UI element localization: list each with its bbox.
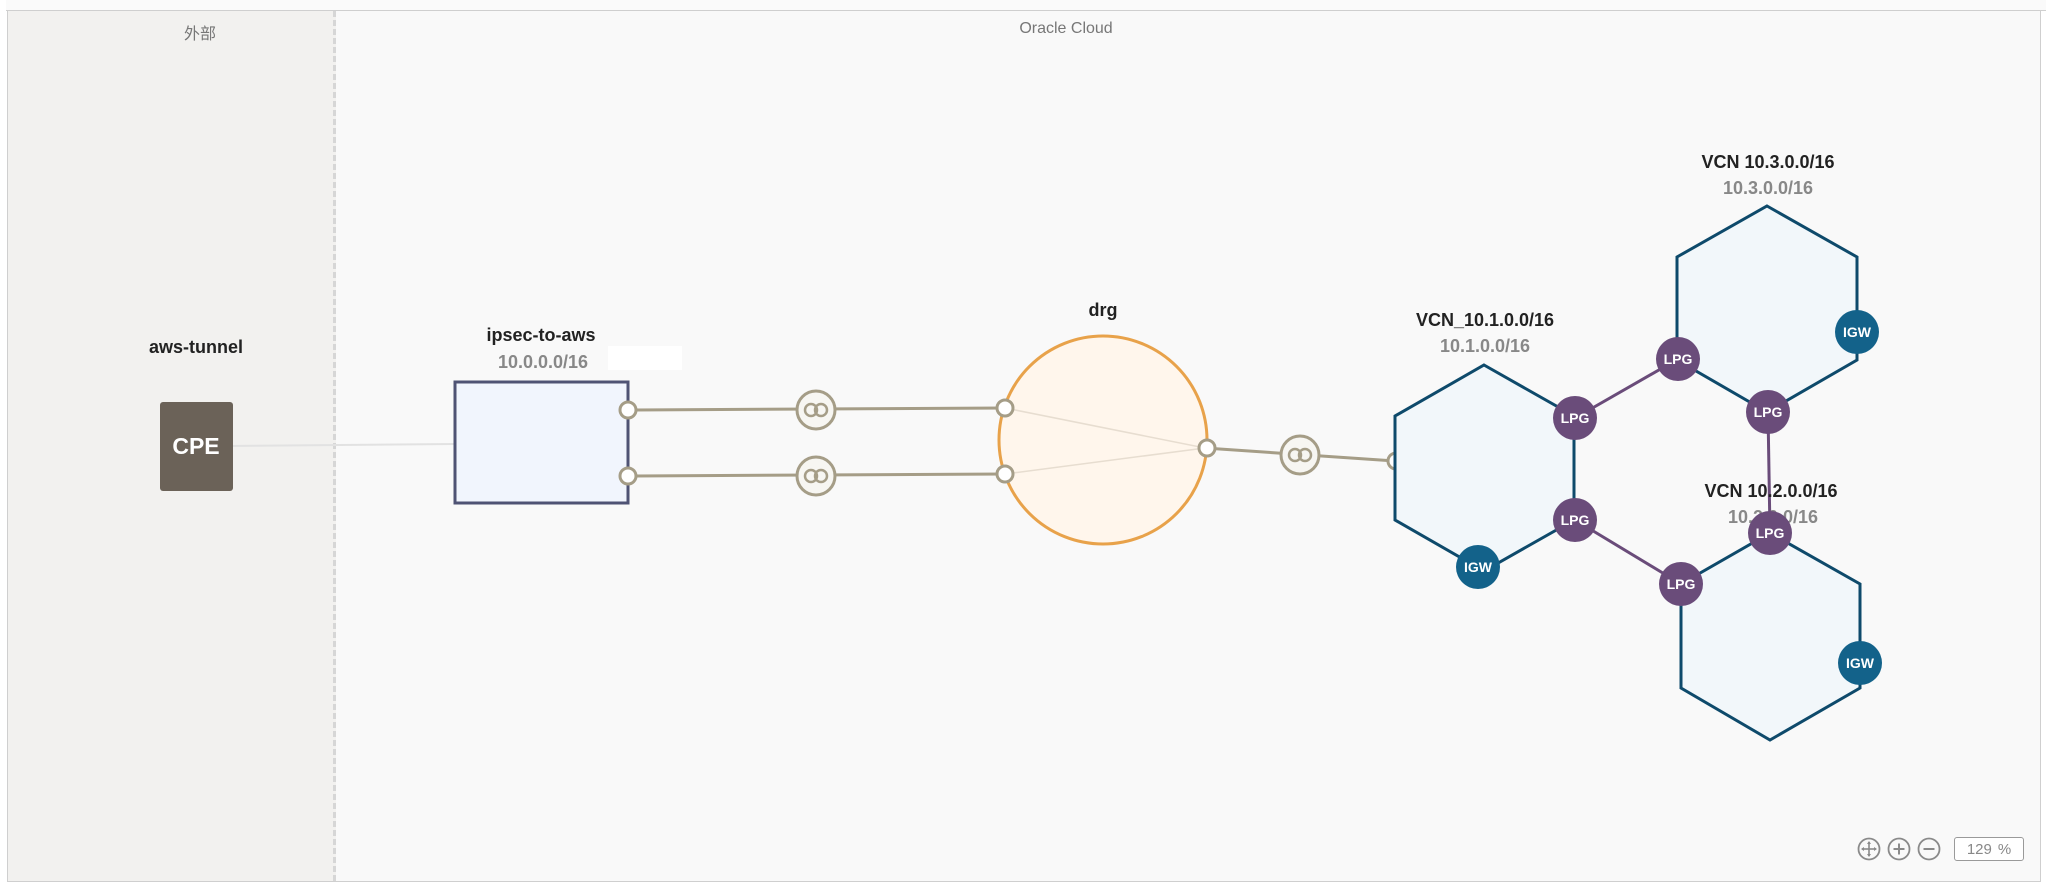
drg-port-1[interactable] — [995, 398, 1015, 418]
vcn3-hexagon[interactable] — [1675, 204, 1859, 414]
link-icon[interactable] — [795, 455, 837, 497]
drg-port-3[interactable] — [1197, 438, 1217, 458]
drg-port-2[interactable] — [995, 464, 1015, 484]
zoom-value: 129 — [1966, 840, 1992, 858]
cpe-ipsec-link — [225, 443, 456, 447]
oracle-cloud-region-label: Oracle Cloud — [1019, 20, 1113, 37]
lpg-label: LPG — [1664, 351, 1693, 367]
lpg-badge-vcn1-bottom[interactable]: LPG — [1553, 498, 1597, 542]
igw-label: IGW — [1846, 655, 1875, 671]
ipsec-node[interactable]: ipsec-to-aws 10.0.0.0/16 — [453, 325, 682, 505]
ipsec-box[interactable] — [453, 380, 630, 505]
top-frame — [6, 0, 2046, 11]
lpg-badge-vcn1-top[interactable]: LPG — [1553, 396, 1597, 440]
zoom-in-icon[interactable] — [1886, 836, 1912, 862]
link-icon[interactable] — [1279, 434, 1321, 476]
zoom-level-field[interactable]: 129 % — [1954, 837, 2024, 861]
vcn3-name: VCN 10.3.0.0/16 — [1701, 152, 1834, 172]
lpg-label: LPG — [1561, 512, 1590, 528]
igw-label: IGW — [1843, 324, 1872, 340]
drg-name: drg — [1089, 300, 1118, 320]
lpg-label: LPG — [1561, 410, 1590, 426]
vcn1-node[interactable]: VCN_10.1.0.0/16 10.1.0.0/16 — [1393, 310, 1576, 573]
igw-badge-vcn3[interactable]: IGW — [1835, 310, 1879, 354]
vcn1-name: VCN_10.1.0.0/16 — [1416, 310, 1554, 330]
cpe-node[interactable]: aws-tunnel CPE — [149, 337, 243, 491]
igw-badge-vcn1[interactable]: IGW — [1456, 545, 1500, 589]
vcn1-hexagon[interactable] — [1393, 363, 1576, 573]
drg-internal-route-2 — [1004, 447, 1206, 475]
ipsec-name: ipsec-to-aws — [486, 325, 595, 345]
ipsec-label-patch — [608, 346, 682, 370]
pan-icon[interactable] — [1856, 836, 1882, 862]
zoom-out-icon[interactable] — [1916, 836, 1942, 862]
lpg-badge-vcn2-top[interactable]: LPG — [1748, 511, 1792, 555]
igw-badge-vcn2[interactable]: IGW — [1838, 641, 1882, 685]
lpg-label: LPG — [1667, 576, 1696, 592]
zoom-unit: % — [1997, 840, 2012, 858]
vcn3-node[interactable]: VCN 10.3.0.0/16 10.3.0.0/16 — [1675, 152, 1859, 414]
link-icon[interactable] — [795, 389, 837, 431]
ipsec-port-2[interactable] — [618, 466, 638, 486]
lpg-badge-vcn3-bottom[interactable]: LPG — [1746, 390, 1790, 434]
drg-node[interactable]: drg — [997, 300, 1209, 546]
ipsec-port-1[interactable] — [618, 400, 638, 420]
lpg-badge-vcn3-left[interactable]: LPG — [1656, 337, 1700, 381]
lpg-label: LPG — [1756, 525, 1785, 541]
vcn3-cidr: 10.3.0.0/16 — [1723, 178, 1813, 198]
vcn1-cidr: 10.1.0.0/16 — [1440, 336, 1530, 356]
cpe-label: CPE — [172, 433, 219, 459]
igw-label: IGW — [1464, 559, 1493, 575]
lpg-badge-vcn2-left[interactable]: LPG — [1659, 562, 1703, 606]
vcn2-hexagon[interactable] — [1679, 531, 1862, 742]
cpe-name: aws-tunnel — [149, 337, 243, 357]
cpe-box[interactable] — [160, 402, 233, 491]
vcn2-name: VCN 10.2.0.0/16 — [1704, 481, 1837, 501]
drg-circle[interactable] — [997, 334, 1209, 546]
ipsec-cidr: 10.0.0.0/16 — [498, 352, 588, 372]
drg-internal-route-1 — [1004, 407, 1206, 449]
zoom-controls: 129 % — [1856, 834, 2024, 864]
lpg-label: LPG — [1754, 404, 1783, 420]
external-region-label: 外部 — [183, 26, 216, 43]
